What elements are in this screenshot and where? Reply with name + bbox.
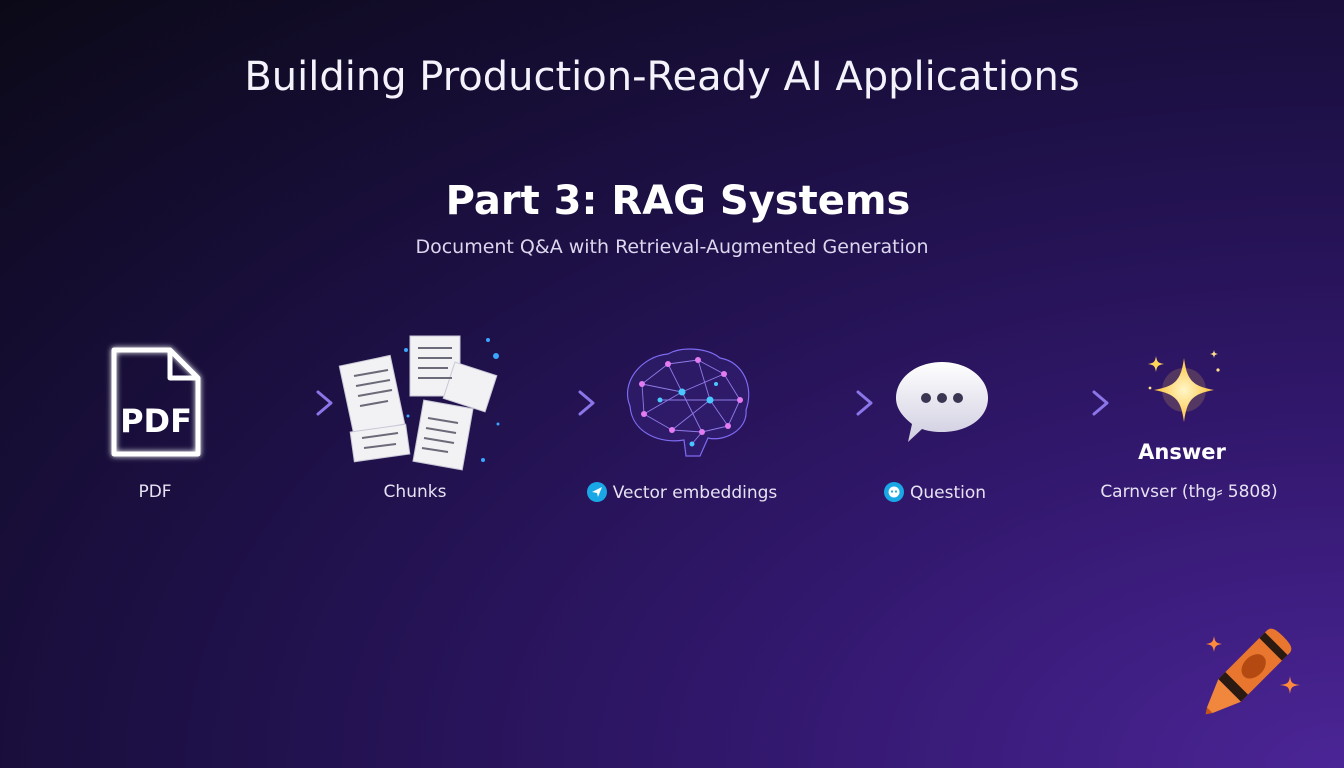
stage-label-chunks: Chunks: [383, 482, 447, 502]
arrow-icon: [772, 390, 873, 416]
chat-face-icon: [883, 482, 904, 502]
send-arrow-icon: [586, 482, 607, 502]
answer-title: Answer: [1138, 440, 1226, 464]
slide-subtitle: Document Q&A with Retrieval-Augmented Ge…: [415, 236, 929, 258]
pdf-document-icon: PDF: [111, 347, 201, 457]
stage-label-text: Question: [909, 483, 987, 503]
stage-label-pdf: PDF: [138, 482, 172, 502]
document-chunks-icon: [338, 335, 500, 471]
stage-label-answer: Carnvser (thg⸗ 5808): [1100, 482, 1278, 502]
sparkle-icon: [1148, 350, 1220, 422]
stage-label-text: Vector embeddings: [612, 483, 778, 503]
arrow-icon: [1008, 390, 1109, 416]
crayon-logo-icon: [1205, 628, 1300, 715]
stage-label-vector-embeddings: Vector embeddings: [562, 482, 802, 503]
stage-label-question: Question: [815, 482, 1055, 503]
arrow-icon: [232, 390, 333, 416]
neural-brain-icon: [627, 348, 750, 457]
part-title: Part 3: RAG Systems: [445, 178, 911, 224]
arrow-icon: [494, 390, 595, 416]
speech-bubble-icon: [896, 362, 988, 442]
slide-title: Building Production-Ready AI Application…: [244, 54, 1080, 100]
pdf-icon-text: PDF: [120, 402, 192, 440]
